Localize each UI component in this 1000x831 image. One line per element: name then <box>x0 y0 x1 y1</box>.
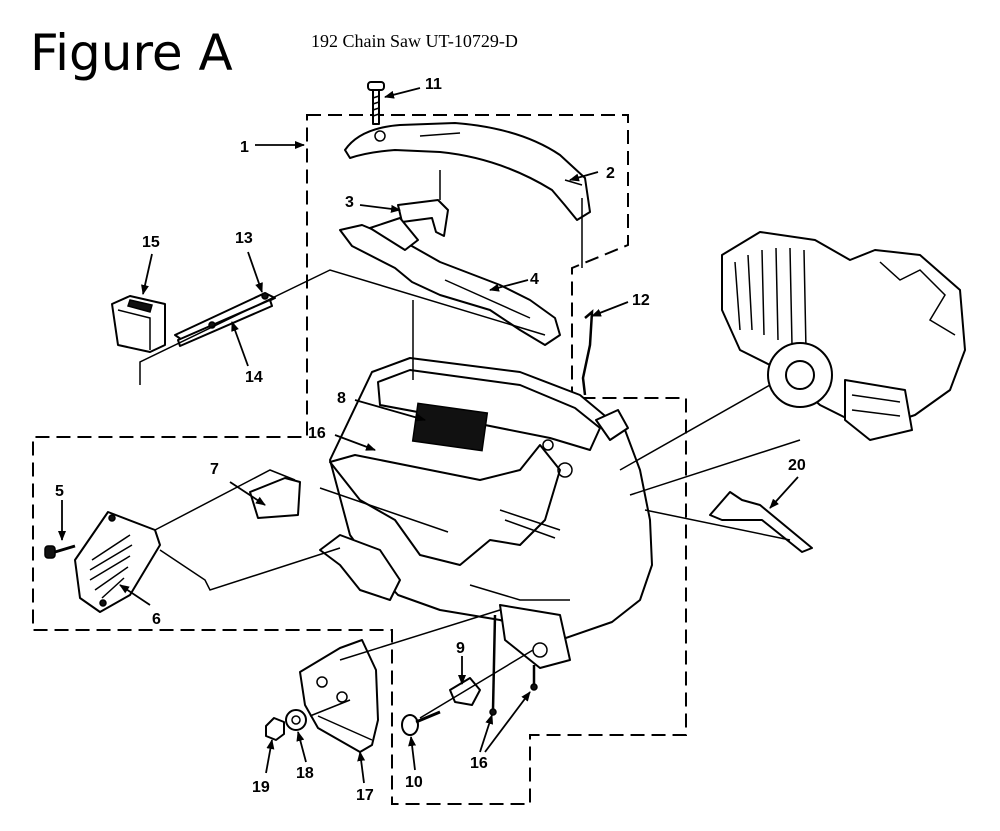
leader-arrow <box>229 481 266 506</box>
callout-18: 18 <box>296 765 314 782</box>
callout-3: 3 <box>345 194 354 211</box>
part-3-bracket <box>397 199 449 237</box>
part-18-washer <box>285 709 307 731</box>
callout-10: 10 <box>405 774 423 791</box>
leader-arrow <box>141 253 153 295</box>
part-17-side-plate <box>299 639 379 753</box>
callout-2: 2 <box>606 165 615 182</box>
callout-14: 14 <box>245 369 263 386</box>
upper-assembly-boundary <box>32 114 687 805</box>
leader-arrow <box>408 736 417 771</box>
connector-line <box>159 547 341 591</box>
leader-arrow <box>359 204 401 213</box>
connector-line <box>629 439 801 496</box>
callout-9: 9 <box>456 640 465 657</box>
leader-arrow <box>479 714 494 753</box>
connector-line <box>319 487 449 533</box>
callout-5: 5 <box>55 483 64 500</box>
callout-20: 20 <box>788 457 806 474</box>
callout-11: 11 <box>425 76 442 93</box>
part-5-screw <box>44 544 76 559</box>
callout-17: 17 <box>356 787 374 804</box>
callout-19: 19 <box>252 779 270 796</box>
part-2-top-handle <box>344 122 591 221</box>
figure-title: Figure A <box>30 24 233 82</box>
leader-arrow <box>591 301 629 317</box>
main-housing <box>319 357 653 669</box>
engine-assembly <box>721 231 966 441</box>
leader-arrow <box>247 251 263 293</box>
leader-arrow <box>334 434 376 451</box>
part-19-nut <box>265 717 285 741</box>
connector-line <box>309 699 351 717</box>
connector-line <box>339 609 501 661</box>
part-15-switch <box>111 295 166 353</box>
figure-subtitle: 192 Chain Saw UT-10729-D <box>311 31 518 51</box>
callout-7: 7 <box>210 461 219 478</box>
part-7-gasket <box>249 477 301 519</box>
leader-arrow <box>231 321 249 367</box>
part-12-rod <box>581 309 594 396</box>
callout-1: 1 <box>240 139 249 156</box>
leader-arrow <box>769 476 799 509</box>
part-4-handle-frame <box>339 217 561 346</box>
leader-arrow <box>569 171 599 182</box>
callout-12: 12 <box>632 292 650 309</box>
leader-arrow <box>354 399 426 422</box>
connector-line <box>154 469 296 531</box>
leader-arrow <box>384 87 421 99</box>
leader-arrow <box>357 751 366 784</box>
leader-arrow <box>484 691 531 753</box>
callout-16-lower: 16 <box>470 755 488 772</box>
leader-arrow <box>489 279 529 292</box>
callout-16-upper: 16 <box>308 425 326 442</box>
connector-line <box>619 384 771 471</box>
part-10-bolt <box>401 710 441 736</box>
callout-6: 6 <box>152 611 161 628</box>
part-13-14-linkage <box>174 292 276 347</box>
connector-line <box>419 649 534 719</box>
leader-arrow <box>265 739 275 774</box>
callout-4: 4 <box>530 271 539 288</box>
connector-line <box>139 269 546 385</box>
part-20-clip <box>709 491 813 553</box>
callout-8: 8 <box>337 390 346 407</box>
leader-arrow <box>296 731 307 763</box>
part-11-screw <box>367 81 385 125</box>
callout-15: 15 <box>142 234 160 251</box>
leader-arrow <box>119 584 151 606</box>
connector-line <box>644 509 791 541</box>
part-6-cover-plate <box>74 511 161 613</box>
callout-13: 13 <box>235 230 253 247</box>
